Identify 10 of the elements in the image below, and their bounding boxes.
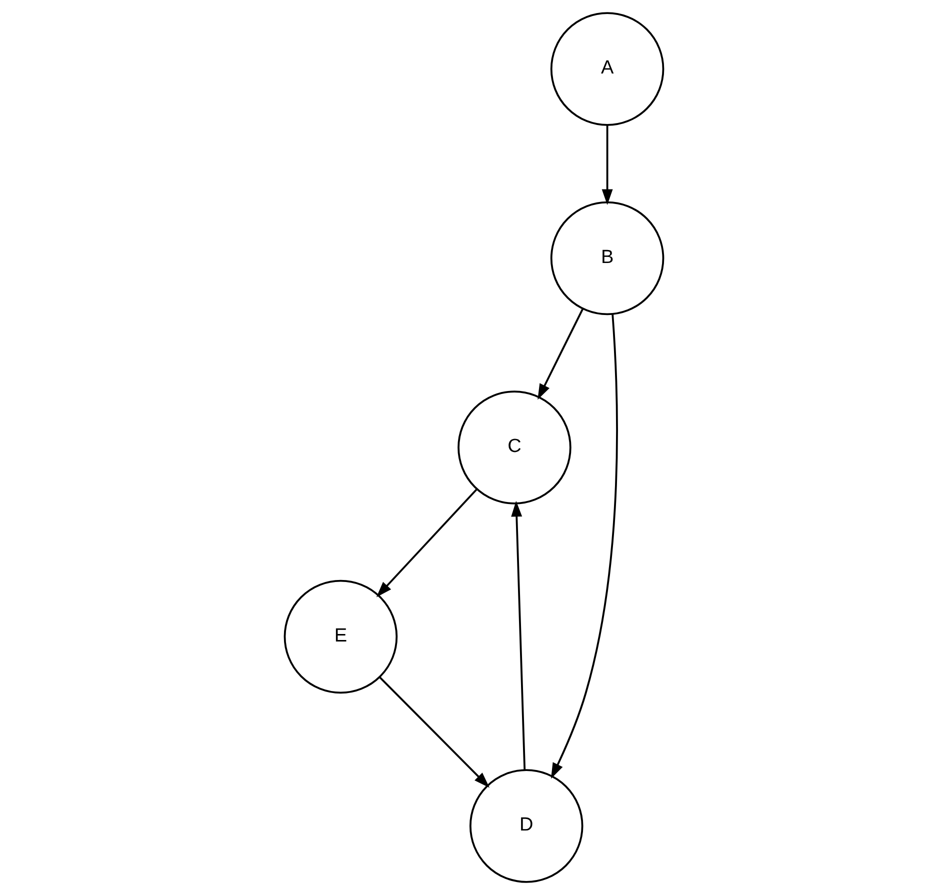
arrow: [378, 676, 490, 788]
node-circle: B: [550, 201, 664, 316]
node-circle: D: [468, 769, 583, 883]
node-circle: A: [550, 12, 664, 126]
node-circle: C: [457, 390, 571, 504]
arrow: [510, 500, 526, 770]
arrow: [550, 314, 618, 779]
arrow: [537, 308, 584, 400]
arrow: [601, 125, 612, 205]
arrow: [376, 488, 477, 598]
